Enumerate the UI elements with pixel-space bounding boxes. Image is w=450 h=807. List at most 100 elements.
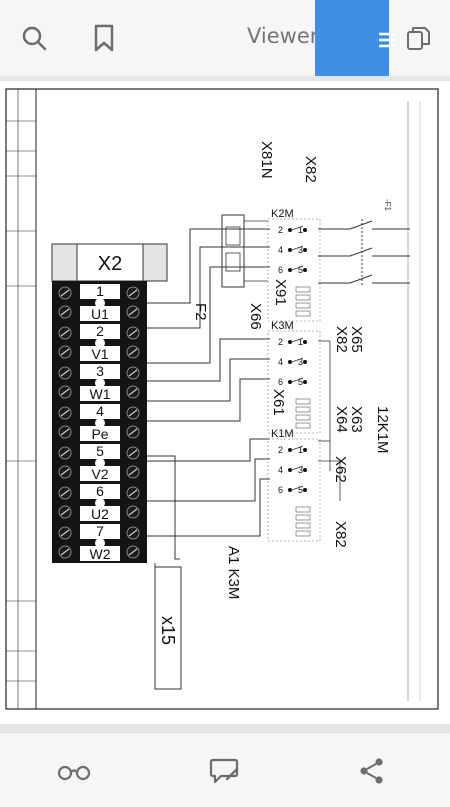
contactor-pin-dot (303, 448, 307, 452)
contactor-switch (291, 265, 304, 271)
contactor-pin-right: 1 (298, 337, 303, 347)
contactor-pin-right: 1 (298, 445, 303, 455)
terminal-name: U1 (91, 306, 109, 322)
comment-button[interactable] (205, 751, 245, 791)
contactor-box (267, 218, 321, 322)
terminal-number-cell (80, 284, 120, 299)
label-x15: x15 (158, 616, 178, 645)
aux-contact (295, 530, 311, 537)
comment-edit-icon (209, 758, 239, 784)
label-x64: X64 (333, 406, 350, 433)
terminal-7: 7W2 (58, 523, 140, 562)
terminal-name-cell (80, 306, 120, 321)
contactor-switch (291, 337, 304, 343)
label-x62: X62 (332, 456, 349, 483)
contactor-pin-left: 6 (278, 377, 283, 387)
contactor-pin-right: 5 (298, 485, 303, 495)
contactor-pin-dot (303, 228, 307, 232)
terminal-1: 1U1 (58, 283, 140, 322)
terminal-name: V1 (91, 346, 108, 362)
contactor-pin-right: 3 (298, 357, 303, 367)
contactor-pin-dot (288, 228, 292, 232)
contactor-pin-dot (303, 268, 307, 272)
share-button[interactable] (352, 751, 392, 791)
contactor-pin-right: 3 (298, 245, 303, 255)
contactor-pin-dot (303, 360, 307, 364)
terminal-number: 6 (96, 483, 104, 499)
contactor-pin-dot (288, 468, 292, 472)
contactor-pin-right: 1 (298, 225, 303, 235)
contactor-pin-dot (303, 340, 307, 344)
terminal-name-cell (80, 506, 120, 521)
contactor-pin-left: 4 (278, 245, 283, 255)
terminal-name: U2 (91, 506, 109, 522)
copy-button[interactable] (400, 20, 436, 56)
bottom-toolbar (0, 732, 450, 807)
terminal-number-cell (80, 484, 120, 499)
menu-icon (379, 32, 395, 48)
aux-contact (295, 302, 311, 309)
terminal-name-cell (80, 346, 120, 361)
bookmark-button[interactable] (86, 20, 122, 56)
search-button[interactable] (16, 20, 52, 56)
terminal-5: 5V2 (58, 443, 140, 482)
connector-x15: x15 (154, 566, 182, 690)
terminal-dot (95, 458, 105, 468)
aux-contact (295, 406, 311, 413)
terminal-2: 2V1 (58, 323, 140, 362)
label-12k1m: 12K1M (374, 406, 391, 454)
contactor-name: K3M (271, 320, 294, 332)
contactor-pin-dot (288, 360, 292, 364)
terminal-dot (95, 538, 105, 548)
terminal-number: 3 (96, 363, 104, 379)
terminal-name-cell (80, 386, 120, 401)
label-x82-mid: X82 (333, 326, 350, 353)
label-x63: X63 (348, 406, 365, 433)
contactor-pin-dot (303, 248, 307, 252)
terminal-dot (95, 498, 105, 508)
terminal-number: 5 (96, 443, 104, 459)
terminal-6: 6U2 (58, 483, 140, 522)
reading-mode-button[interactable] (54, 751, 94, 791)
aux-contact (295, 414, 311, 421)
terminal-name: V2 (91, 466, 108, 482)
contactor-pin-right: 3 (298, 465, 303, 475)
label-x82-bottom: X82 (332, 521, 349, 548)
terminal-4: 4Pe (58, 403, 140, 442)
aux-contact (295, 506, 311, 513)
label-x65: X65 (348, 326, 365, 353)
share-icon (360, 758, 383, 784)
terminal-name-cell (80, 466, 120, 481)
aux-contact (295, 514, 311, 521)
aux-contact (295, 422, 311, 429)
contactor-switch (291, 357, 304, 363)
aux-contact (295, 286, 311, 293)
terminal-dot (95, 378, 105, 388)
terminal-number: 4 (96, 403, 104, 419)
terminal-name: W1 (90, 386, 111, 402)
contactor-pin-left: 2 (278, 445, 283, 455)
contactor-pin-dot (288, 380, 292, 384)
terminal-dot (95, 338, 105, 348)
terminal-dot (95, 418, 105, 428)
aux-contact (295, 310, 311, 317)
contactor-pin-dot (303, 468, 307, 472)
terminal-block-label: X2 (98, 253, 122, 275)
title-block (5, 88, 37, 710)
label-f2: F2 (192, 303, 209, 321)
menu-button[interactable] (315, 0, 395, 76)
terminal-number: 1 (96, 283, 104, 299)
label-a1k3m: A1 K3M (225, 546, 242, 599)
contactor-pin-dot (303, 488, 307, 492)
terminal-number-cell (80, 444, 120, 459)
label-x61: X61 (270, 389, 287, 416)
contactor-pin-left: 4 (278, 357, 283, 367)
contactor-name: K2M (271, 208, 294, 220)
contactor-switch (291, 465, 304, 471)
terminal-name: W2 (90, 546, 111, 562)
contactor-pin-dot (288, 340, 292, 344)
